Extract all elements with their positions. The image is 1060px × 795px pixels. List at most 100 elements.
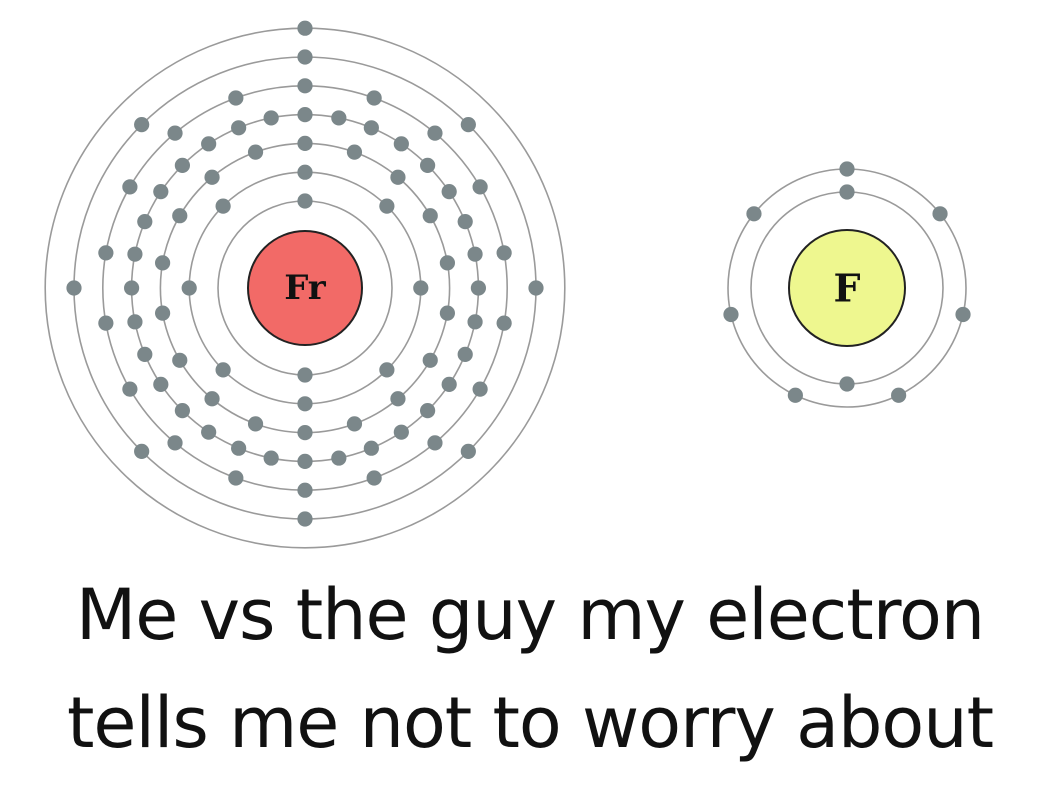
electron bbox=[746, 206, 762, 222]
electron bbox=[955, 306, 971, 323]
electron bbox=[366, 470, 382, 486]
electron bbox=[297, 20, 313, 36]
electron bbox=[472, 381, 488, 397]
electron bbox=[346, 416, 363, 432]
electron bbox=[247, 144, 264, 160]
electron bbox=[297, 425, 313, 441]
electron bbox=[422, 352, 438, 368]
electron bbox=[98, 315, 114, 331]
electron bbox=[155, 305, 171, 321]
electron bbox=[379, 362, 395, 378]
electron bbox=[297, 396, 313, 412]
electron bbox=[393, 136, 409, 152]
electron bbox=[297, 367, 313, 383]
nucleus bbox=[247, 230, 363, 346]
electron bbox=[174, 403, 190, 419]
electron bbox=[297, 107, 313, 123]
electron bbox=[204, 169, 220, 185]
electron bbox=[346, 144, 363, 160]
nucleus bbox=[788, 229, 906, 347]
electron bbox=[215, 198, 231, 214]
electron bbox=[137, 346, 153, 362]
electron bbox=[297, 482, 313, 498]
electron bbox=[247, 416, 264, 432]
electron bbox=[427, 435, 443, 451]
electron bbox=[134, 117, 150, 133]
atom-comparison-diagram: Fr F bbox=[44, 20, 971, 549]
electron bbox=[228, 90, 244, 106]
electron bbox=[839, 376, 855, 392]
electron bbox=[891, 387, 907, 403]
electron bbox=[124, 280, 140, 296]
electron bbox=[441, 184, 457, 200]
electron bbox=[413, 280, 429, 296]
electron bbox=[174, 157, 190, 173]
electron bbox=[366, 90, 382, 106]
electron bbox=[422, 208, 438, 224]
electron bbox=[297, 49, 313, 65]
electron bbox=[457, 346, 473, 362]
electron bbox=[137, 214, 153, 230]
electron bbox=[98, 245, 114, 261]
caption-line-1: Me vs the guy my electron bbox=[75, 574, 985, 656]
electron bbox=[66, 280, 82, 296]
electron bbox=[122, 381, 138, 397]
electron bbox=[201, 424, 217, 440]
electron bbox=[263, 110, 279, 126]
electron bbox=[839, 184, 855, 200]
electron bbox=[228, 470, 244, 486]
francium-atom: Fr bbox=[44, 20, 566, 549]
electron bbox=[215, 362, 231, 378]
electron bbox=[528, 280, 544, 296]
electron bbox=[470, 280, 486, 296]
electron bbox=[439, 305, 455, 321]
electron bbox=[420, 157, 436, 173]
electron bbox=[134, 443, 150, 459]
electron bbox=[460, 117, 476, 133]
electron bbox=[297, 164, 313, 180]
electron bbox=[204, 391, 220, 407]
electron bbox=[787, 387, 803, 403]
electron bbox=[153, 184, 169, 200]
electron bbox=[439, 255, 455, 271]
electron bbox=[420, 403, 436, 419]
electron bbox=[167, 435, 183, 451]
electron bbox=[263, 450, 279, 466]
electron bbox=[390, 169, 406, 185]
electron bbox=[231, 440, 247, 456]
electron bbox=[127, 314, 143, 330]
electron bbox=[153, 376, 169, 392]
electron bbox=[172, 352, 188, 368]
electron bbox=[297, 511, 313, 527]
electron bbox=[390, 391, 406, 407]
electron bbox=[467, 246, 483, 262]
electron bbox=[457, 214, 473, 230]
electron bbox=[363, 120, 379, 136]
electron bbox=[393, 424, 409, 440]
element-symbol: Fr bbox=[284, 268, 327, 308]
electron bbox=[839, 161, 855, 177]
electron bbox=[181, 280, 197, 296]
electron bbox=[231, 120, 247, 136]
electron bbox=[496, 315, 512, 331]
electron bbox=[723, 306, 739, 323]
electron bbox=[331, 110, 347, 126]
electron bbox=[172, 208, 188, 224]
fluorine-atom: F bbox=[723, 161, 971, 408]
electron bbox=[297, 78, 313, 94]
electron bbox=[472, 179, 488, 195]
caption-line-2: tells me not to worry about bbox=[66, 682, 994, 764]
electron bbox=[441, 376, 457, 392]
electron bbox=[127, 246, 143, 262]
electron bbox=[331, 450, 347, 466]
electron bbox=[460, 443, 476, 459]
electron bbox=[297, 193, 313, 209]
electron bbox=[201, 136, 217, 152]
electron bbox=[467, 314, 483, 330]
electron bbox=[122, 179, 138, 195]
electron bbox=[297, 453, 313, 469]
element-symbol: F bbox=[834, 266, 861, 311]
electron bbox=[427, 125, 443, 141]
electron bbox=[155, 255, 171, 271]
electron bbox=[496, 245, 512, 261]
